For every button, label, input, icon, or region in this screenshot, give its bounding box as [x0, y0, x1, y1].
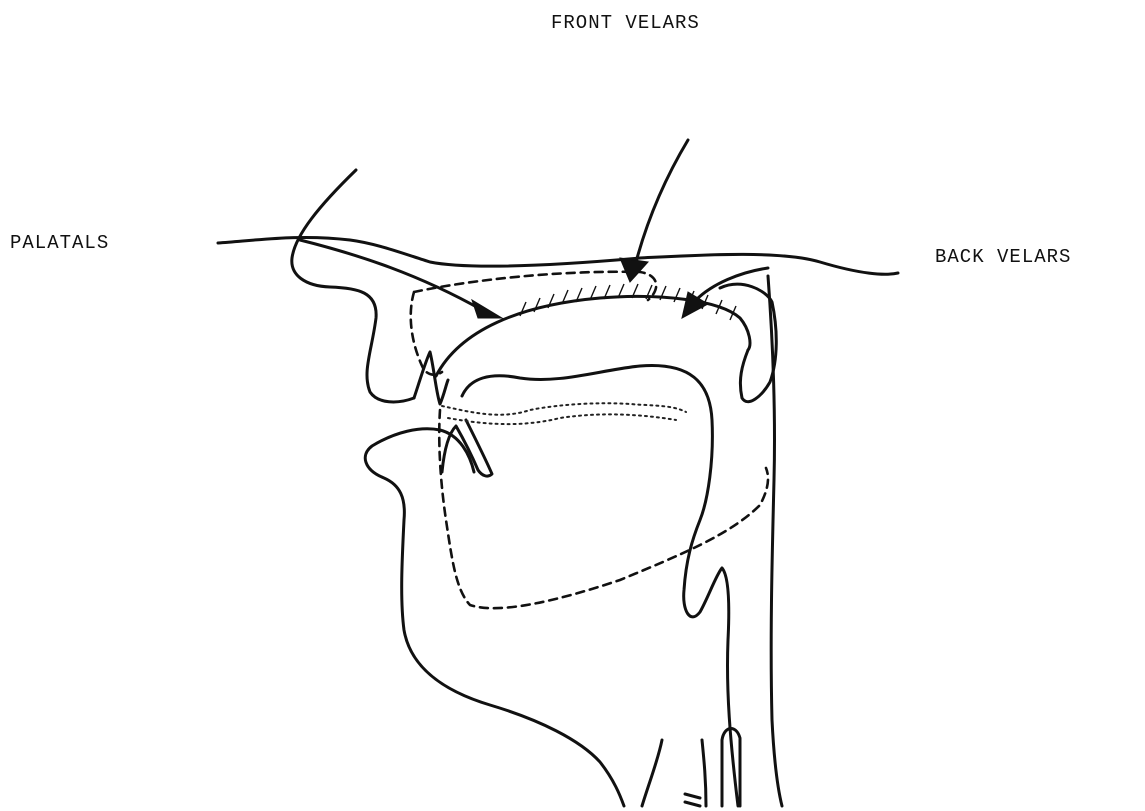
vocal-fold-mark-1	[685, 794, 700, 798]
lower-lip-outline	[365, 429, 624, 806]
tongue-dotted-line	[442, 403, 686, 414]
lower-teeth-outline	[442, 420, 492, 476]
velum-outline	[720, 284, 776, 401]
vocal-fold-mark-2	[685, 802, 700, 806]
jaw-dashed-outline	[439, 410, 768, 608]
nose-outline	[292, 170, 414, 402]
larynx-left	[642, 740, 662, 806]
tongue-dotted-line-2	[448, 414, 676, 424]
front-velars-arrow	[620, 140, 688, 282]
tongue-outline	[462, 365, 738, 806]
hard-palate-line	[218, 237, 898, 274]
larynx-right	[702, 740, 706, 806]
